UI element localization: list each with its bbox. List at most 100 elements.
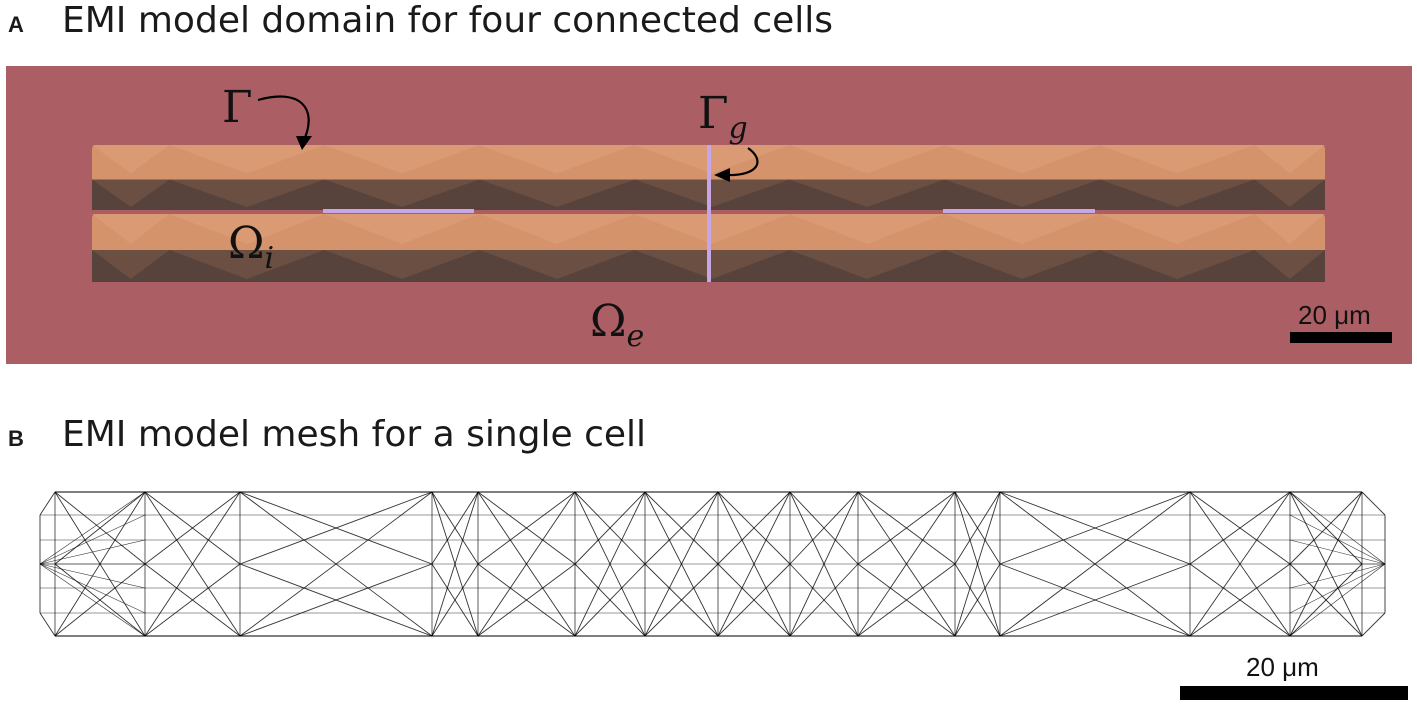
mesh-edge (857, 491, 956, 637)
cell-facet (169, 145, 325, 174)
mesh-edge (999, 563, 1191, 637)
mesh-edge (789, 563, 859, 637)
mesh-edge (39, 491, 146, 565)
mesh-edge (39, 491, 56, 516)
cell-facet (479, 214, 635, 244)
mesh-edge (477, 491, 576, 565)
mesh-edge (54, 563, 146, 637)
mesh-edge (39, 514, 146, 565)
cell-facet (324, 250, 480, 279)
cell-facet (944, 145, 1100, 174)
panel-a-scale-bar (1290, 332, 1392, 343)
mesh-edge (39, 612, 56, 637)
cell-facet (92, 250, 170, 279)
cell-facet (1099, 250, 1255, 279)
mesh-edge (574, 563, 646, 637)
cell-facet (169, 179, 325, 207)
mesh-edge (1361, 491, 1386, 516)
mesh-edge (954, 491, 1001, 637)
cell-facet (479, 179, 635, 207)
panel-b-scale-bar (1180, 686, 1408, 700)
cell-facet (634, 214, 790, 244)
cell-facet (169, 250, 325, 279)
panel-b-title: EMI model mesh for a single cell (62, 414, 647, 455)
cell-facet (789, 214, 945, 244)
panel-b-scale-label: 20 μm (1246, 652, 1319, 682)
mesh-edge (54, 491, 146, 565)
mesh-edge (39, 563, 146, 614)
mesh-edge (39, 563, 146, 589)
cell-facet (92, 214, 170, 244)
gamma-g-arrowhead (714, 168, 730, 182)
mesh-edge (857, 491, 956, 565)
mesh-edge (999, 491, 1191, 565)
cell-facet (1254, 179, 1325, 207)
cell-facet (789, 145, 945, 174)
mesh-edge (1289, 514, 1386, 565)
cell-facet (944, 250, 1100, 279)
mesh-edge (477, 491, 576, 637)
mesh-edge (1189, 563, 1291, 637)
omega-i-label: Ωi (228, 218, 275, 276)
cells-illustration (92, 95, 1325, 282)
mesh-edge (1289, 563, 1363, 637)
gamma-arrowhead (296, 136, 312, 150)
mesh-edge (644, 491, 719, 565)
mesh-edge (1289, 563, 1386, 637)
cell-facet (789, 179, 945, 207)
mesh-edge (644, 491, 719, 637)
mesh-edge (1289, 563, 1386, 589)
mesh-edge (1289, 491, 1363, 565)
mesh-edge (1189, 491, 1291, 565)
mesh-edge (954, 563, 1001, 637)
cell-facet (324, 145, 480, 174)
mesh-edge (1289, 491, 1386, 565)
mesh-edge (1189, 491, 1291, 637)
mesh-edge (574, 491, 646, 637)
mesh-edge (1361, 612, 1386, 637)
panel-a-title: EMI model domain for four connected cell… (62, 0, 834, 41)
mesh-edge (789, 491, 859, 637)
cell-facet (324, 179, 480, 207)
mesh-edge (717, 491, 791, 565)
mesh-edge (39, 539, 146, 565)
cell-facet (169, 214, 325, 244)
mesh-edge (1289, 563, 1386, 614)
cell-facet (1099, 179, 1255, 207)
mesh-edge (431, 491, 479, 637)
mesh-edge (857, 563, 956, 637)
mesh-edge (144, 491, 241, 637)
cell-mesh-wireframe (39, 491, 1386, 637)
mesh-edge (144, 563, 241, 637)
gamma-arrow (257, 95, 310, 141)
mesh-edge (999, 491, 1191, 637)
cell-facet (634, 145, 790, 174)
gamma-label: Γ (222, 82, 253, 133)
cell-facet (1099, 214, 1255, 244)
cell-facet (92, 145, 170, 174)
cell-facet (479, 145, 635, 174)
gamma-g-arrow (725, 147, 759, 177)
cell-facet (634, 179, 790, 207)
cell-facet (634, 250, 790, 279)
gamma-g-label: Γg (698, 88, 748, 146)
mesh-edge (717, 563, 791, 637)
panel-b-letter: B (8, 426, 24, 451)
cell-facet (1254, 250, 1325, 279)
cell-facet (1099, 145, 1255, 174)
mesh-edge (717, 491, 791, 637)
mesh-edge (239, 563, 433, 637)
mesh-edge (789, 491, 859, 565)
mesh-edge (1289, 539, 1386, 565)
mesh-edge (39, 563, 146, 637)
mesh-edge (431, 491, 479, 565)
mesh-edge (239, 491, 433, 637)
mesh-edge (644, 563, 719, 637)
mesh-edge (477, 563, 576, 637)
omega-e-label: Ωe (590, 296, 645, 354)
cell-facet (1254, 145, 1325, 174)
mesh-edge (954, 491, 1001, 565)
cell-facet (324, 214, 480, 244)
cell-facet (479, 250, 635, 279)
mesh-edge (144, 491, 241, 565)
